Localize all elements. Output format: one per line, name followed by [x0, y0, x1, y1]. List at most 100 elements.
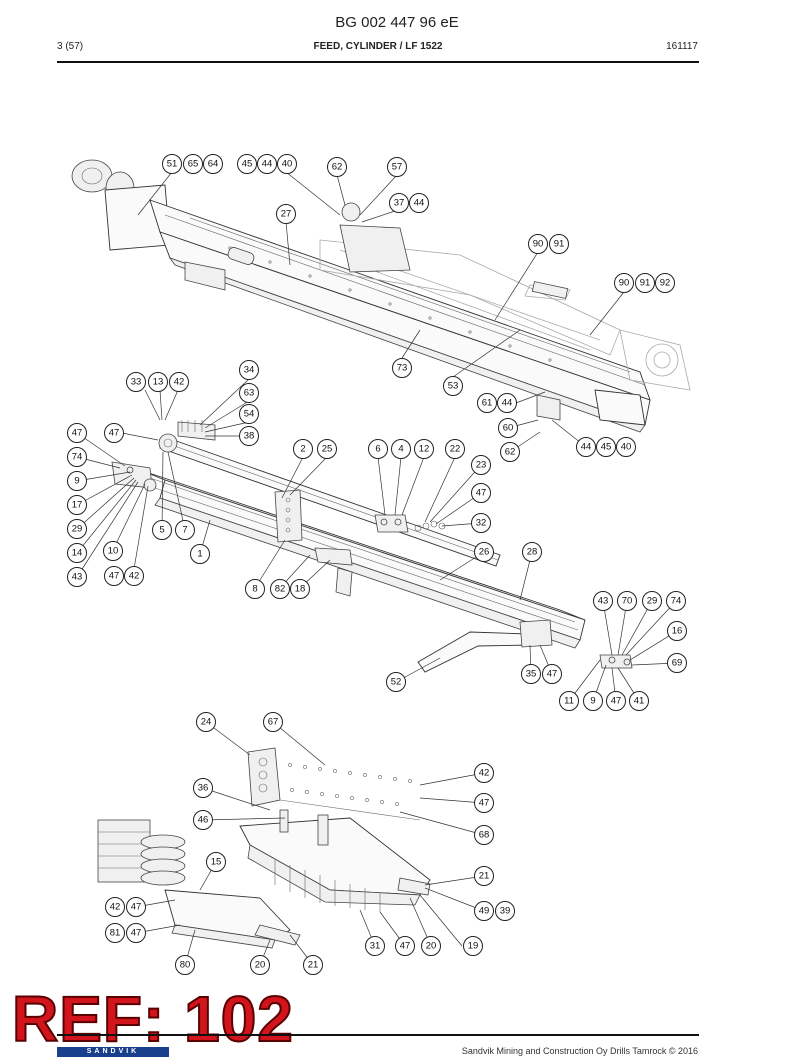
callout-43: 43: [593, 591, 613, 611]
callout-number: 60: [503, 423, 514, 434]
callout-16: 16: [667, 621, 687, 641]
callout-23: 23: [471, 455, 491, 475]
page-title: FEED, CYLINDER / LF 1522: [313, 41, 443, 52]
callout-52: 52: [386, 672, 406, 692]
header-rule: [57, 61, 699, 63]
callout-40: 40: [616, 437, 636, 457]
callout-29: 29: [642, 591, 662, 611]
callout-number: 74: [671, 596, 682, 607]
callout-4: 4: [391, 439, 411, 459]
callout-number: 91: [554, 239, 565, 250]
callout-number: 47: [109, 571, 120, 582]
callout-40: 40: [277, 154, 297, 174]
callout-62: 62: [500, 442, 520, 462]
callout-number: 70: [622, 596, 633, 607]
callout-number: 35: [526, 669, 537, 680]
callout-90: 90: [528, 234, 548, 254]
callout-46: 46: [193, 810, 213, 830]
callout-69: 69: [667, 653, 687, 673]
callout-number: 74: [72, 452, 83, 463]
callout-number: 47: [547, 669, 558, 680]
callout-number: 28: [527, 547, 538, 558]
callout-11: 11: [559, 691, 579, 711]
callout-number: 40: [282, 159, 293, 170]
callout-19: 19: [463, 936, 483, 956]
callout-number: 81: [110, 928, 121, 939]
callout-number: 1: [197, 549, 202, 560]
callout-6: 6: [368, 439, 388, 459]
callout-62: 62: [327, 157, 347, 177]
callout-80: 80: [175, 955, 195, 975]
callout-number: 57: [392, 162, 403, 173]
callout-number: 47: [109, 428, 120, 439]
callout-number: 42: [110, 902, 121, 913]
callout-number: 47: [72, 428, 83, 439]
callout-number: 45: [601, 442, 612, 453]
callout-number: 52: [391, 677, 402, 688]
callout-25: 25: [317, 439, 337, 459]
callout-number: 47: [400, 941, 411, 952]
callout-number: 29: [647, 596, 658, 607]
callout-82: 82: [270, 579, 290, 599]
callout-63: 63: [239, 383, 259, 403]
callout-number: 27: [281, 209, 292, 220]
callout-number: 80: [180, 960, 191, 971]
callout-44: 44: [576, 437, 596, 457]
callout-number: 53: [448, 381, 459, 392]
callout-number: 69: [672, 658, 683, 669]
callout-number: 67: [268, 717, 279, 728]
hose-reel-shape: [97, 819, 151, 883]
callout-21: 21: [474, 866, 494, 886]
callout-number: 18: [295, 584, 306, 595]
callout-17: 17: [67, 495, 87, 515]
callout-47: 47: [126, 923, 146, 943]
callout-number: 23: [476, 460, 487, 471]
callout-number: 25: [322, 444, 333, 455]
callout-28: 28: [522, 542, 542, 562]
callout-number: 47: [131, 928, 142, 939]
callout-44: 44: [409, 193, 429, 213]
callout-20: 20: [421, 936, 441, 956]
callout-number: 47: [131, 902, 142, 913]
callout-number: 42: [174, 377, 185, 388]
callout-number: 42: [479, 768, 490, 779]
callout-number: 2: [300, 444, 305, 455]
callout-number: 62: [332, 162, 343, 173]
callout-47: 47: [126, 897, 146, 917]
callout-2: 2: [293, 439, 313, 459]
callout-number: 47: [476, 488, 487, 499]
callout-number: 33: [131, 377, 142, 388]
callout-number: 42: [129, 571, 140, 582]
callout-number: 31: [370, 941, 381, 952]
callout-number: 9: [74, 476, 79, 487]
callout-number: 14: [72, 548, 83, 559]
callout-44: 44: [257, 154, 277, 174]
callout-9: 9: [583, 691, 603, 711]
callout-number: 11: [564, 696, 574, 707]
callout-9: 9: [67, 471, 87, 491]
callout-5: 5: [152, 520, 172, 540]
callout-number: 26: [479, 547, 490, 558]
callout-14: 14: [67, 543, 87, 563]
callout-number: 41: [634, 696, 645, 707]
callout-37: 37: [389, 193, 409, 213]
callout-number: 47: [479, 798, 490, 809]
callout-number: 73: [397, 363, 408, 374]
callout-8: 8: [245, 579, 265, 599]
callout-68: 68: [474, 825, 494, 845]
callout-57: 57: [387, 157, 407, 177]
callout-29: 29: [67, 519, 87, 539]
callout-92: 92: [655, 273, 675, 293]
callout-number: 90: [619, 278, 630, 289]
callout-number: 65: [188, 159, 199, 170]
callout-number: 46: [198, 815, 209, 826]
callout-91: 91: [549, 234, 569, 254]
document-code: BG 002 447 96 eE: [335, 14, 459, 31]
callout-47: 47: [104, 423, 124, 443]
callout-47: 47: [542, 664, 562, 684]
callout-number: 64: [208, 159, 219, 170]
callout-number: 8: [252, 584, 257, 595]
callout-number: 49: [479, 906, 490, 917]
